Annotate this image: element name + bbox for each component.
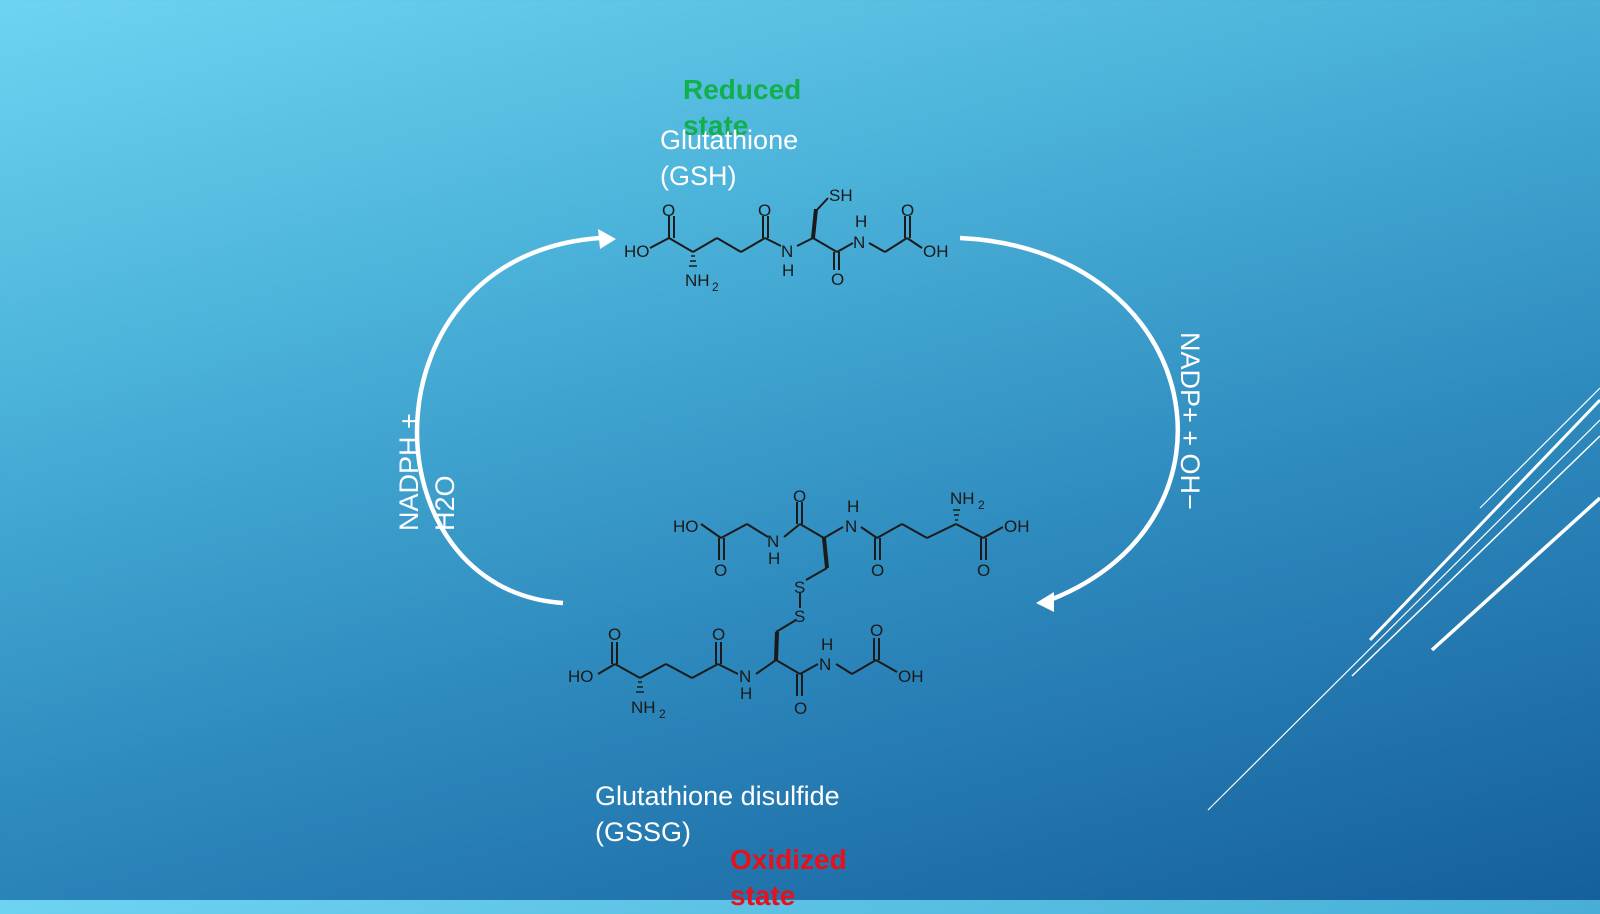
gssg-upper-o3: O [871, 561, 884, 580]
gsh-name: Glutathione (GSH) [660, 125, 799, 191]
gssg-upper-o2: O [793, 487, 806, 506]
gssg-upper-h1: H [768, 549, 780, 568]
gssg-lower-o4: O [870, 621, 883, 640]
gsh-atom-o3: O [831, 270, 844, 289]
gssg-lower-nh2-sub: 2 [659, 707, 666, 721]
gssg-s1: S [794, 578, 805, 597]
gsh-atom-n2: N [853, 233, 865, 252]
gsh-atom-nh2: NH [685, 271, 710, 290]
gssg-s2: S [794, 607, 805, 626]
deco-line-2 [1351, 435, 1600, 677]
gsh-atom-o1: O [662, 201, 675, 220]
gsh-atom-oh: OH [923, 242, 949, 261]
gssg-lower-o3: O [794, 699, 807, 718]
gssg-lower-o1: O [608, 625, 621, 644]
gssg-lower-o2: O [712, 625, 725, 644]
left-arrow [414, 235, 601, 606]
gsh-atom-o2: O [758, 201, 771, 220]
deco-line-4 [1430, 496, 1600, 652]
gssg-lower-nh2: NH [631, 698, 656, 717]
right-arrow [959, 235, 1181, 603]
gsh-atom-h1: H [782, 261, 794, 280]
reduced-state-label: Reduced state [683, 74, 802, 141]
gsh-atom-n1: N [781, 242, 793, 261]
gsh-atom-nh2-sub: 2 [712, 280, 719, 294]
right-arrowhead [1036, 592, 1054, 612]
gssg-upper-n1: N [767, 532, 779, 551]
gssg-upper-n2: N [845, 517, 857, 536]
gssg-upper-nh2: NH [950, 489, 975, 508]
gsh-atom-o4: O [901, 201, 914, 220]
gssg-lower-ho: HO [568, 667, 594, 686]
deco-line-1 [1207, 419, 1600, 811]
gssg-upper-nh-h: H [847, 497, 859, 516]
gsh-atom-ho: HO [624, 242, 650, 261]
deco-line-3 [1368, 398, 1600, 642]
gssg-upper-nh2-sub: 2 [978, 498, 985, 512]
gssg-upper-o4: O [977, 561, 990, 580]
gsh-atom-nh-h: H [855, 212, 867, 231]
gssg-name: Glutathione disulfide (GSSG) [595, 781, 840, 847]
left-arrowhead [598, 229, 616, 249]
gssg-lower-nh-h: H [821, 635, 833, 654]
deco-line-5 [1479, 387, 1600, 509]
gssg-lower-h1: H [740, 684, 752, 703]
gssg-lower-n1: N [739, 667, 751, 686]
gssg-upper-oh: OH [1004, 517, 1030, 536]
gssg-upper-ho: HO [673, 517, 699, 536]
gssg-lower-n2: N [819, 655, 831, 674]
gssg-lower-oh: OH [898, 667, 924, 686]
gsh-atom-sh: SH [829, 186, 853, 205]
gssg-upper-o1: O [714, 561, 727, 580]
